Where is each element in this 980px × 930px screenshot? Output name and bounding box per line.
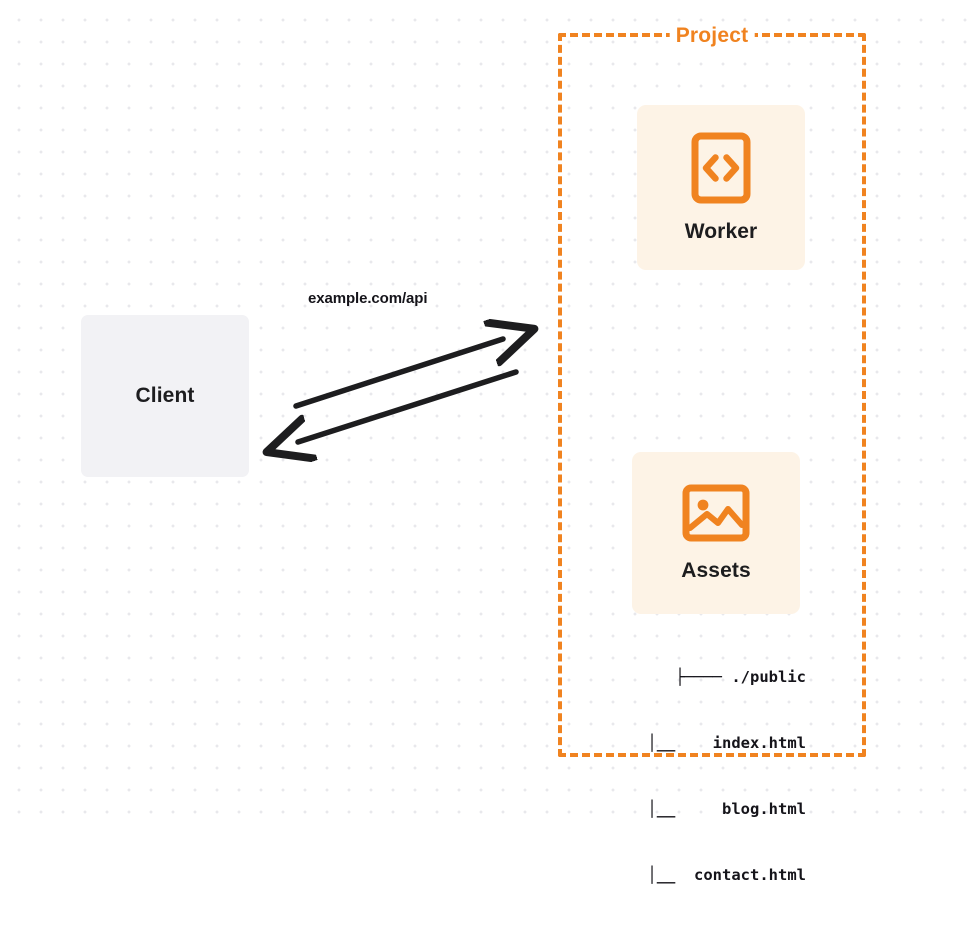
file-tree-row-index-html: │__ index.html [647,734,806,752]
card-worker-label: Worker [684,219,758,243]
assets-file-tree: ├──── ./public │__ index.html │__ blog.h… [610,622,806,930]
project-container: Project Worker Assets [558,24,866,884]
edge-label-example-com-api: example.com/api [308,290,428,307]
node-client-label: Client [135,384,195,407]
project-title: Project [669,24,755,48]
diagram-canvas: Client example.com/api Project [0,0,980,884]
arrow-project-to-client [298,369,519,442]
image-icon [682,483,750,543]
file-tree-row-blog-html: │__ blog.html [647,800,806,818]
file-tree-row-contact-html: │__ contact.html [647,866,806,884]
file-tree-row-public: ├──── ./public [675,668,806,686]
arrow-client-to-project [293,339,503,409]
node-client[interactable]: Client [81,315,249,477]
card-worker[interactable]: Worker [637,105,805,270]
code-brackets-icon [691,132,751,204]
card-assets[interactable]: Assets [632,452,800,614]
card-assets-label: Assets [681,559,751,582]
